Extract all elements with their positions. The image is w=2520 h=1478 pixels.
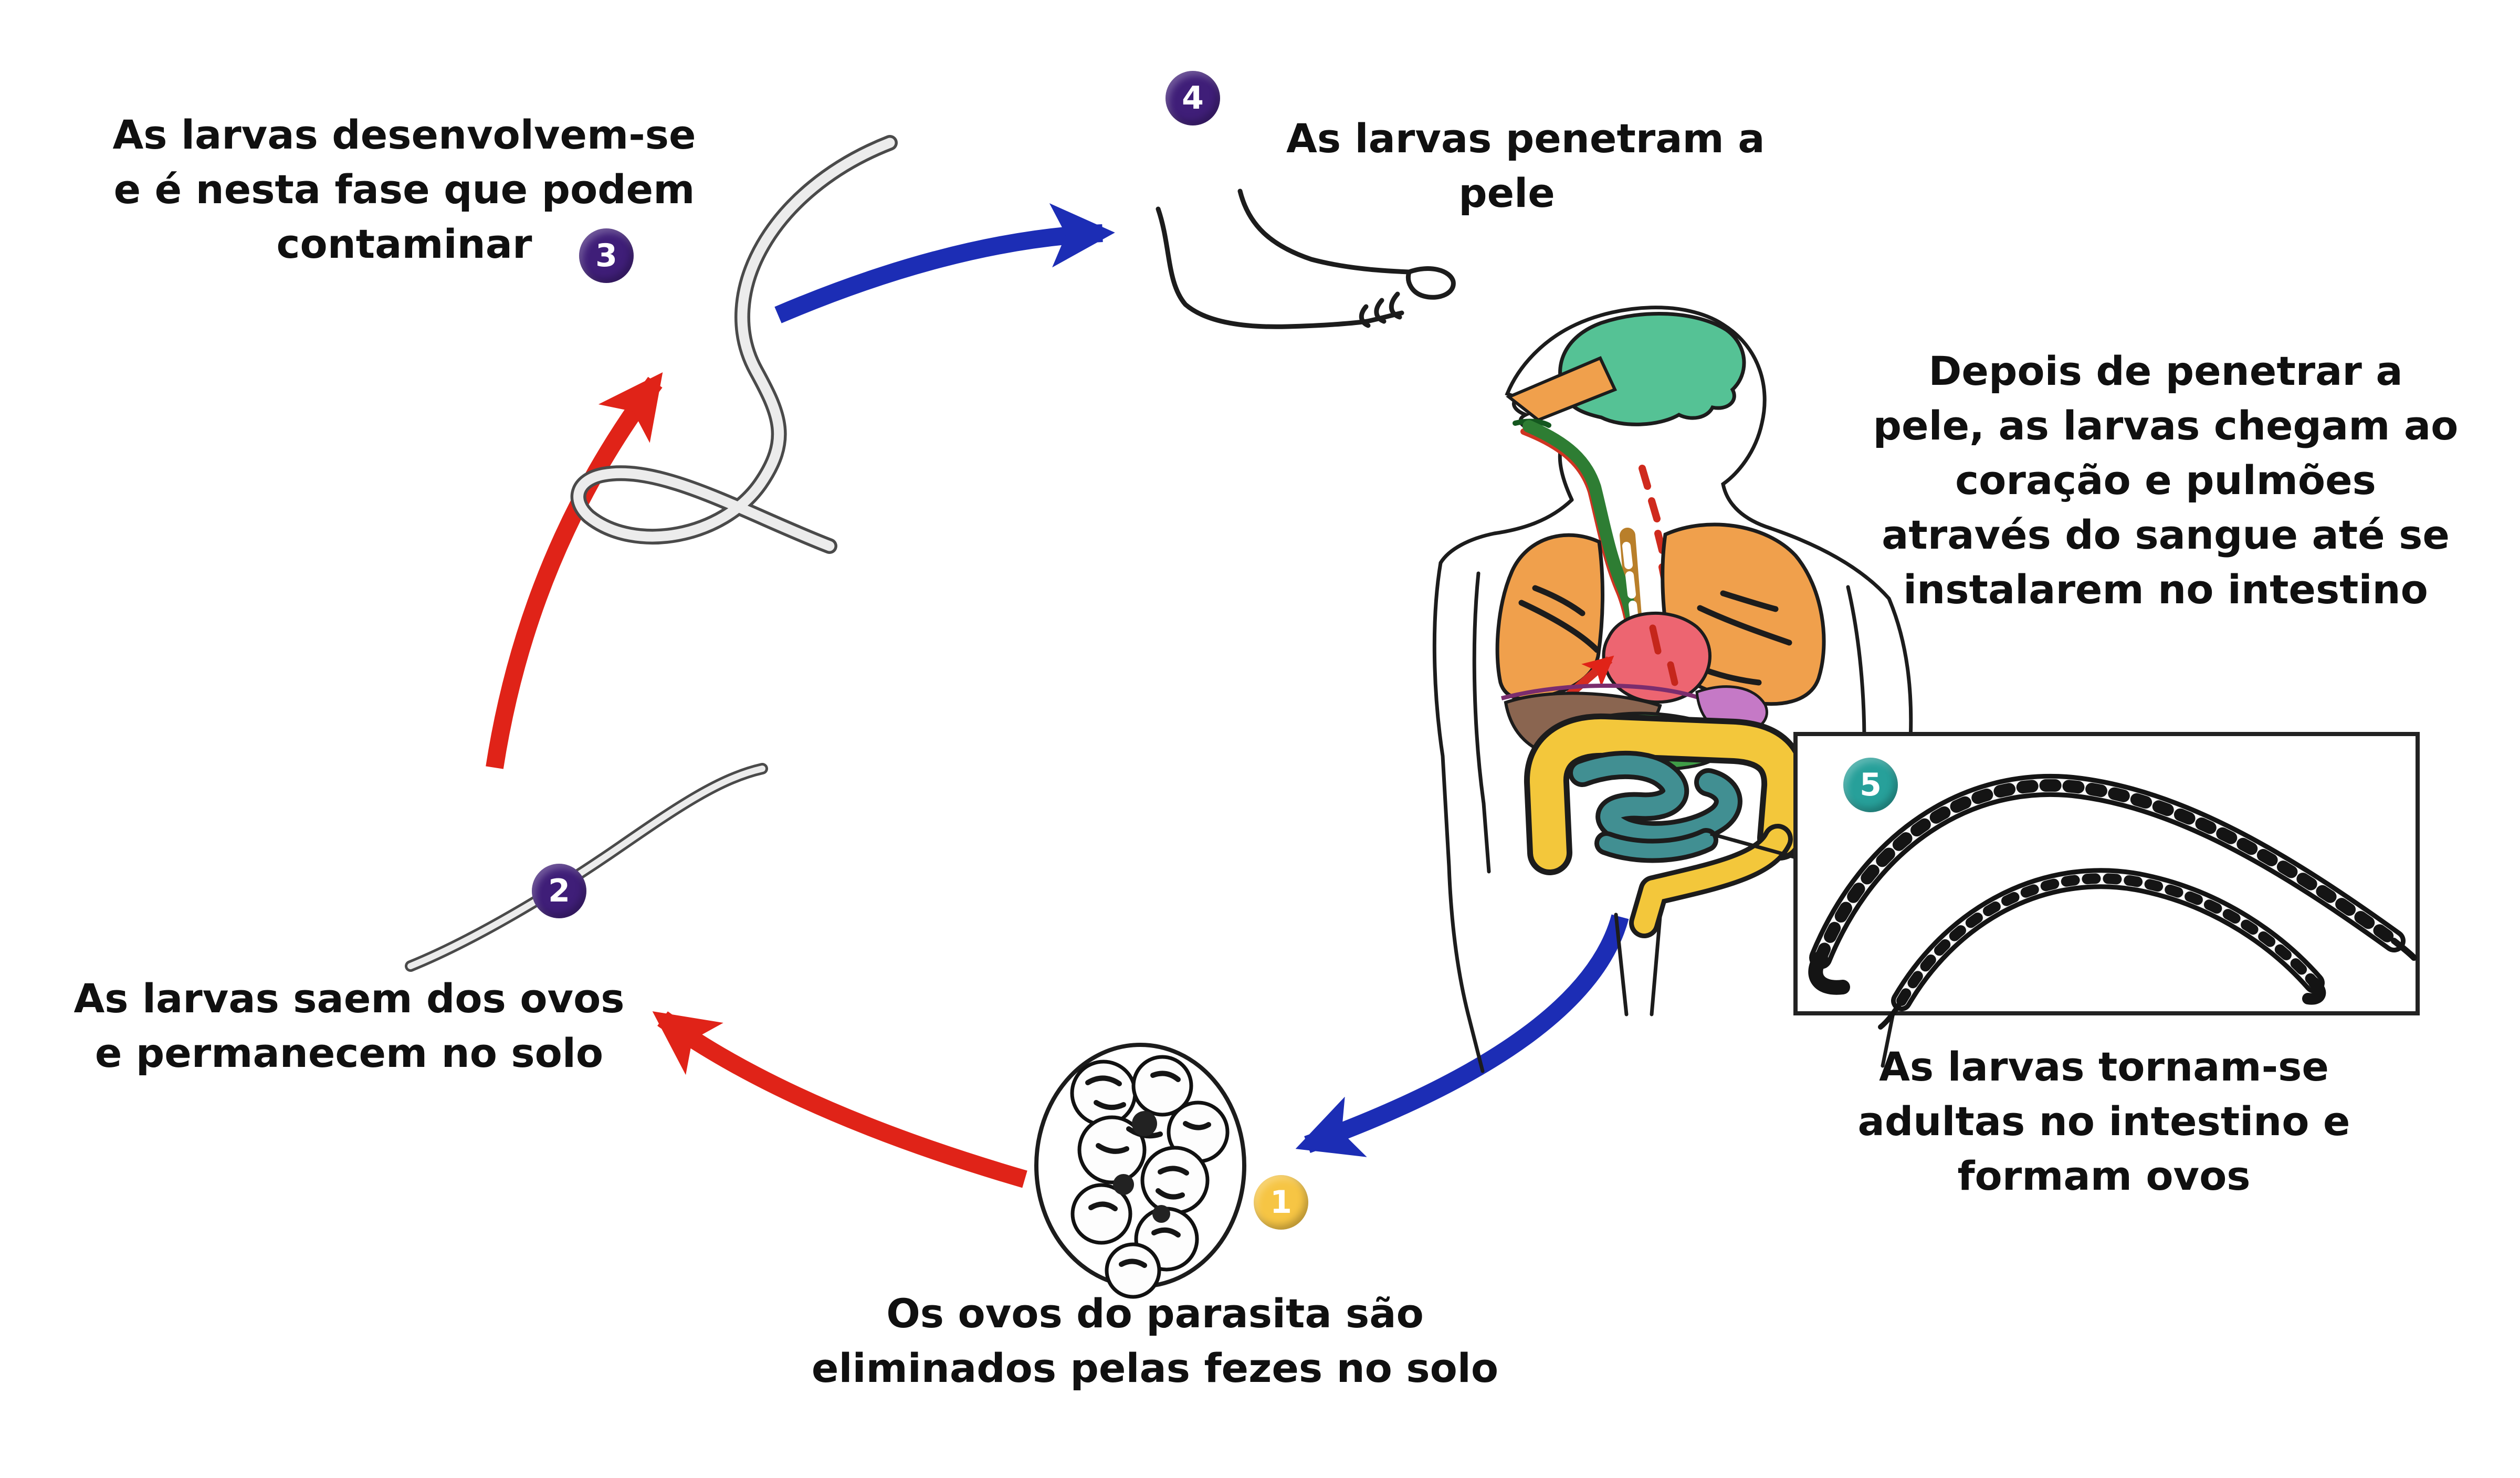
note-line3: coração e pulmões (1955, 457, 2376, 504)
step3-line3: contaminar (276, 221, 532, 267)
step3-line2: e é nesta fase que podem (113, 166, 695, 213)
step5-line2: adultas no intestino e (1857, 1098, 2350, 1145)
adult-worm-1-icon (1808, 773, 2417, 995)
step1-badge: 1 (1254, 1175, 1308, 1230)
mouth-line (1513, 418, 1551, 428)
step5-badge: 5 (1843, 758, 1898, 812)
step2-label: As larvas saem dos ovos e permanecem no … (24, 971, 675, 1081)
larva-stage2-icon (405, 763, 768, 972)
body-left-torso-line (1472, 571, 1491, 874)
foot-icon (1156, 188, 1456, 329)
intestine-to-box-connector (1710, 832, 1798, 860)
chest-red-arrow (1566, 655, 1614, 699)
arrow-egg-to-stage2 (652, 1011, 1027, 1188)
step3-line1: As larvas desenvolvem-se (112, 111, 696, 158)
step2-badge: 2 (532, 864, 586, 918)
brain-icon (1558, 311, 1746, 426)
step1-line1: Os ovos do parasita são (886, 1290, 1424, 1337)
body-left-arm-line (1432, 561, 1470, 1015)
diaphragm-line (1500, 684, 1702, 700)
heart-marks (1649, 624, 1678, 686)
body-inner-leg-left (1614, 913, 1629, 1016)
body-left-shoulder (1438, 498, 1574, 565)
step5-label: As larvas tornam-se adultas no intestino… (1785, 1040, 2423, 1203)
human-body-icon (1432, 306, 1913, 1073)
step5-line1: As larvas tornam-se (1879, 1043, 2329, 1090)
note-line5: instalarem no intestino (1903, 566, 2428, 613)
body-inner-leg-right (1650, 915, 1662, 1016)
step2-line2: e permanecem no solo (94, 1030, 604, 1076)
step1-label: Os ovos do parasita são eliminados pelas… (777, 1286, 1533, 1396)
body-left-leg-line (1466, 1011, 1485, 1073)
step3-badge: 3 (579, 228, 634, 283)
arrow-stage3-to-foot (774, 203, 1115, 323)
note-line4: através do sangue até se (1882, 511, 2450, 558)
step5-line3: formam ovos (1957, 1152, 2251, 1199)
arrow-stage2-to-stage3 (486, 372, 663, 769)
note-line2: pele, as larvas chegam ao (1873, 402, 2459, 449)
step4-label: As larvas penetram a pele (1286, 111, 1765, 221)
small-intestine-icon (1568, 750, 1742, 863)
larva-stage3-icon (570, 135, 898, 554)
step1-line2: eliminados pelas fezes no solo (811, 1345, 1499, 1391)
adult-worms-box (1793, 732, 2420, 1030)
step4-badge: 4 (1166, 71, 1220, 125)
arrow-body-to-egg (1295, 914, 1629, 1157)
blood-route-note: Depois de penetrar a pele, as larvas che… (1822, 344, 2510, 617)
step3-label: As larvas desenvolvem-se e é nesta fase … (29, 108, 780, 271)
step2-line1: As larvas saem dos ovos (74, 975, 625, 1022)
nasal-passage-icon (1506, 356, 1618, 422)
step4-line1: As larvas penetram a (1286, 115, 1765, 162)
adult-worm-2-icon (1878, 868, 2326, 1030)
step4-line2: pele (1458, 170, 1555, 216)
note-line1: Depois de penetrar a (1928, 348, 2403, 394)
body-right-leg-line (1881, 1011, 1895, 1068)
parasite-egg-icon (1034, 1043, 1246, 1299)
